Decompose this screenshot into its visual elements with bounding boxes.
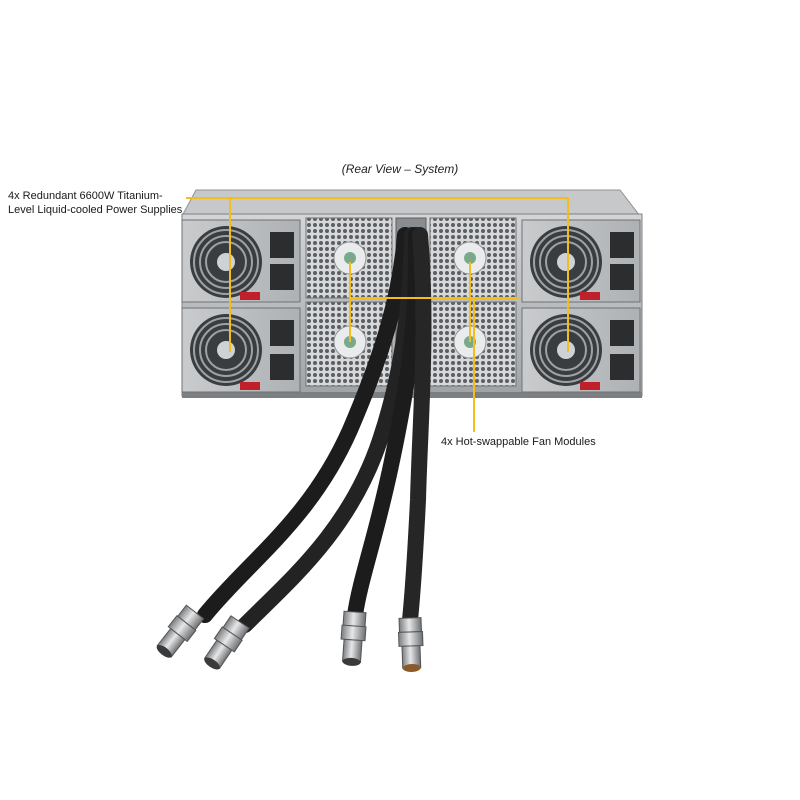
power-supply-callout-label: 4x Redundant 6600W Titanium- Level Liqui… <box>8 189 182 217</box>
fan-callout-lines <box>349 262 520 432</box>
coolant-hose-3 <box>347 227 425 623</box>
view-title: (Rear View – System) <box>341 162 459 176</box>
hose-fitting-4 <box>397 617 424 672</box>
power-supply-callout-line-1: 4x Redundant 6600W Titanium- <box>8 190 163 202</box>
power-supply-callout-lines <box>186 197 569 352</box>
hose-fitting-2 <box>203 615 250 670</box>
power-supply-callout-line-2: Level Liquid-cooled Power Supplies <box>8 204 183 216</box>
coolant-hoses <box>197 227 432 633</box>
hose-fitting-1 <box>156 604 205 658</box>
coolant-hose-4 <box>402 227 432 628</box>
hose-fitting-3 <box>340 610 367 666</box>
power-supply-top-right <box>521 219 641 303</box>
fan-callout-label: 4x Hot-swappable Fan Modules <box>441 436 596 448</box>
fan-module-top-right <box>429 217 517 299</box>
coolant-hose-1 <box>197 227 413 623</box>
power-supply-top-left <box>181 219 301 303</box>
power-supply-bottom-right <box>521 307 641 393</box>
power-supply-bottom-left <box>181 307 301 393</box>
